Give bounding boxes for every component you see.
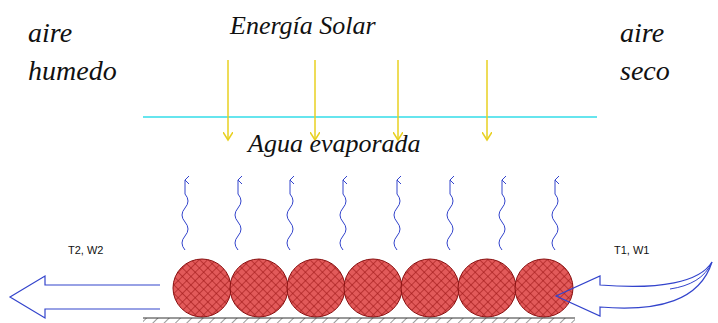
outlet-air-label: aire humedo <box>28 14 143 90</box>
state-label: T1, W1 <box>614 243 694 258</box>
dry-air-arrow-curl <box>670 262 712 289</box>
dry-air-arrow <box>556 262 712 316</box>
state-label: T2, W2 <box>68 243 148 258</box>
title-text: Energía Solar <box>230 8 490 43</box>
vapour-squiggles <box>182 180 558 250</box>
humid-air-arrow <box>10 276 160 318</box>
ground-hatch <box>143 318 575 323</box>
inlet-air-label: aire seco <box>620 14 700 90</box>
process-label: Agua evaporada <box>248 126 508 161</box>
ground-line <box>143 318 575 319</box>
glass-cover <box>143 116 597 118</box>
wet-spheres <box>173 259 573 317</box>
solar-rays <box>228 60 487 140</box>
